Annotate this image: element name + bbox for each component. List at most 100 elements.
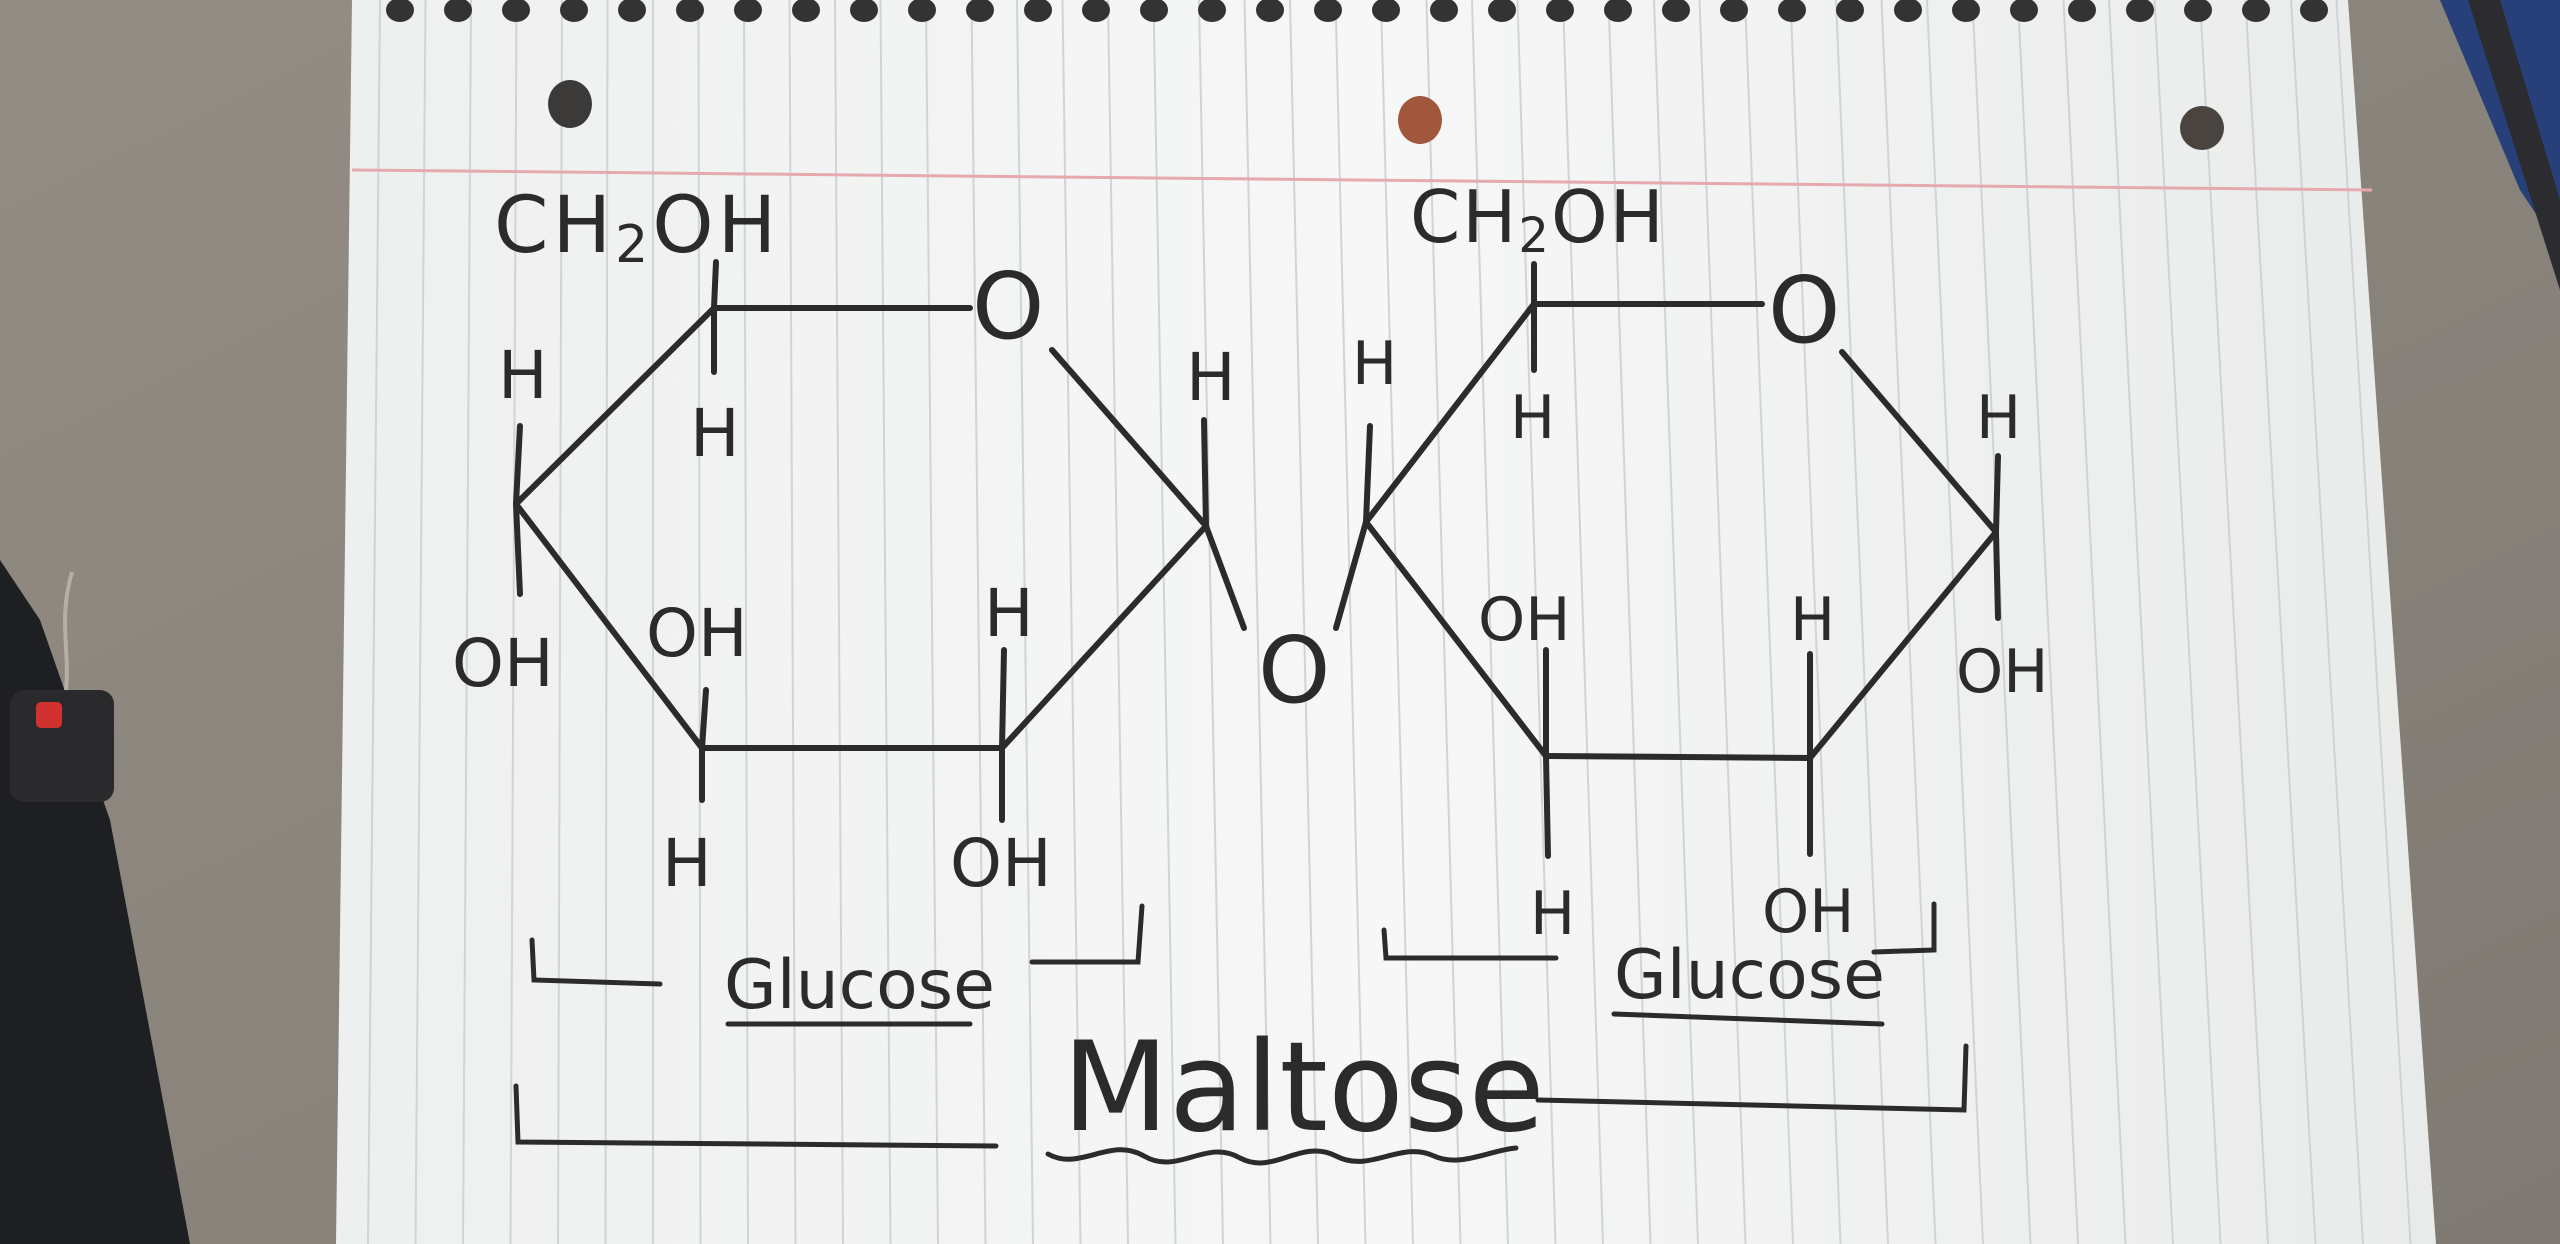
left-glucose-label: Glucose: [724, 946, 995, 1025]
ruled-line: [1607, 0, 1652, 1244]
right-glucose-label: Glucose: [1614, 936, 1885, 1015]
spiral-hole: [850, 0, 878, 22]
right-ch2oh-label: CH2OH: [1410, 175, 1666, 264]
left-bond-c4-oh: [513, 501, 523, 597]
maltose-bracket-right: [1535, 1043, 1969, 1113]
ruled-line: [1243, 0, 1272, 1244]
ruled-line: [970, 0, 987, 1244]
left-ring-oxygen: O: [972, 253, 1044, 360]
left-bond-o-c1: [1049, 347, 1209, 529]
glucose-brackets: [529, 901, 1937, 1027]
left-bond-c2-h: [999, 647, 1007, 751]
ruled-line: [462, 0, 472, 1244]
maltose-bracket-left: [513, 1083, 999, 1149]
left-bond-c1-c2: [999, 523, 1209, 751]
ruled-line: [1789, 0, 1842, 1244]
spiral-hole: [2242, 0, 2270, 22]
dongle-cord: [63, 571, 74, 691]
spiral-hole: [676, 0, 704, 22]
spiral-hole: [1140, 0, 1168, 22]
spiral-hole: [1024, 0, 1052, 22]
left-bond-c4-h: [513, 423, 523, 507]
left-bond-c1-h: [1201, 417, 1209, 529]
dongle-red-badge: [36, 702, 62, 728]
left-oh-c4: OH: [452, 625, 554, 702]
ruled-line: [557, 0, 563, 1244]
spiral-hole: [966, 0, 994, 22]
right-ch2oh-ch: CH: [1410, 175, 1518, 259]
left-glucose-ring: [513, 259, 1247, 823]
right-bond-o-c1: [1839, 349, 1999, 535]
left-h-c1-top: H: [1186, 339, 1236, 416]
left-h-c4-top: H: [498, 337, 548, 414]
ruled-line: [1380, 0, 1414, 1244]
punch-hole-center: [1398, 96, 1442, 144]
spiral-hole: [1778, 0, 1806, 22]
ruled-line: [1061, 0, 1082, 1244]
ruled-line: [1016, 0, 1034, 1244]
spiral-hole: [386, 0, 414, 22]
ruled-line: [788, 0, 797, 1244]
ruled-line: [697, 0, 702, 1244]
spiral-hole: [1488, 0, 1516, 22]
ruled-line: [925, 0, 939, 1244]
right-ch2oh-sub: 2: [1518, 208, 1551, 264]
right-bond-c3-c4: [1363, 519, 1549, 759]
ruled-line: [2017, 0, 2079, 1244]
ruled-line: [1198, 0, 1224, 1244]
ruled-line: [1926, 0, 1984, 1244]
dark-object-edge: [2468, 0, 2560, 290]
spiral-hole: [444, 0, 472, 22]
right-glucose-bracket-left: [1381, 927, 1559, 961]
maltose-bracket: [513, 1043, 1969, 1166]
right-oh-c2-bottom: OH: [1762, 877, 1854, 947]
ruled-line: [1971, 0, 2032, 1244]
left-bond-c3-c4: [513, 501, 705, 751]
ruled-line: [1835, 0, 1889, 1244]
maltose-wavy-underline: [1045, 1145, 1519, 1166]
ruled-line: [2199, 0, 2269, 1244]
right-glucose-underline: [1611, 1011, 1885, 1027]
ruled-line: [1744, 0, 1794, 1244]
spiral-hole: [1662, 0, 1690, 22]
right-ch2oh-oh: OH: [1551, 175, 1666, 259]
spiral-hole: [2068, 0, 2096, 22]
ruled-line: [1152, 0, 1177, 1244]
right-bond-c4-h: [1363, 423, 1373, 525]
spiral-hole: [618, 0, 646, 22]
maltose-label: Maltose: [1062, 1016, 1545, 1160]
spiral-hole: [1198, 0, 1226, 22]
right-oh-c1-bottom: OH: [1956, 637, 2048, 707]
right-oh-c3-top: OH: [1478, 585, 1570, 655]
ruled-line: [1289, 0, 1319, 1244]
spiral-hole: [2184, 0, 2212, 22]
spiral-hole: [2300, 0, 2328, 22]
spiral-hole: [1952, 0, 1980, 22]
ruled-line: [2290, 0, 2364, 1244]
ruled-line: [834, 0, 844, 1244]
bridge-oxygen: O: [1258, 617, 1330, 724]
ruled-line: [1698, 0, 1747, 1244]
ruled-line: [509, 0, 518, 1244]
spiral-hole: [2010, 0, 2038, 22]
left-bond-c1-bridge: [1203, 523, 1247, 631]
left-glucose-bracket-left: [529, 937, 663, 987]
right-bond-c1-c2: [1807, 529, 1999, 761]
right-h-c5-below: H: [1510, 383, 1555, 453]
ruled-line: [1471, 0, 1509, 1244]
spiral-hole: [1836, 0, 1864, 22]
left-ch2oh-sub: 2: [615, 215, 652, 275]
left-ch2oh-label: CH2OH: [494, 181, 780, 275]
laptop-usb-dongle: [10, 690, 114, 802]
spiral-hole: [1894, 0, 1922, 22]
right-bond-c2-c3: [1543, 753, 1813, 761]
spiral-hole: [1720, 0, 1748, 22]
right-bond-c1-oh: [1993, 529, 2001, 621]
ruled-line: [2153, 0, 2222, 1244]
spiral-hole: [908, 0, 936, 22]
ruled-line: [1653, 0, 1699, 1244]
right-h-c3-bottom: H: [1530, 879, 1575, 949]
left-h-c5-below: H: [690, 395, 740, 472]
spiral-hole: [1604, 0, 1632, 22]
right-bond-c3-h: [1543, 753, 1551, 859]
